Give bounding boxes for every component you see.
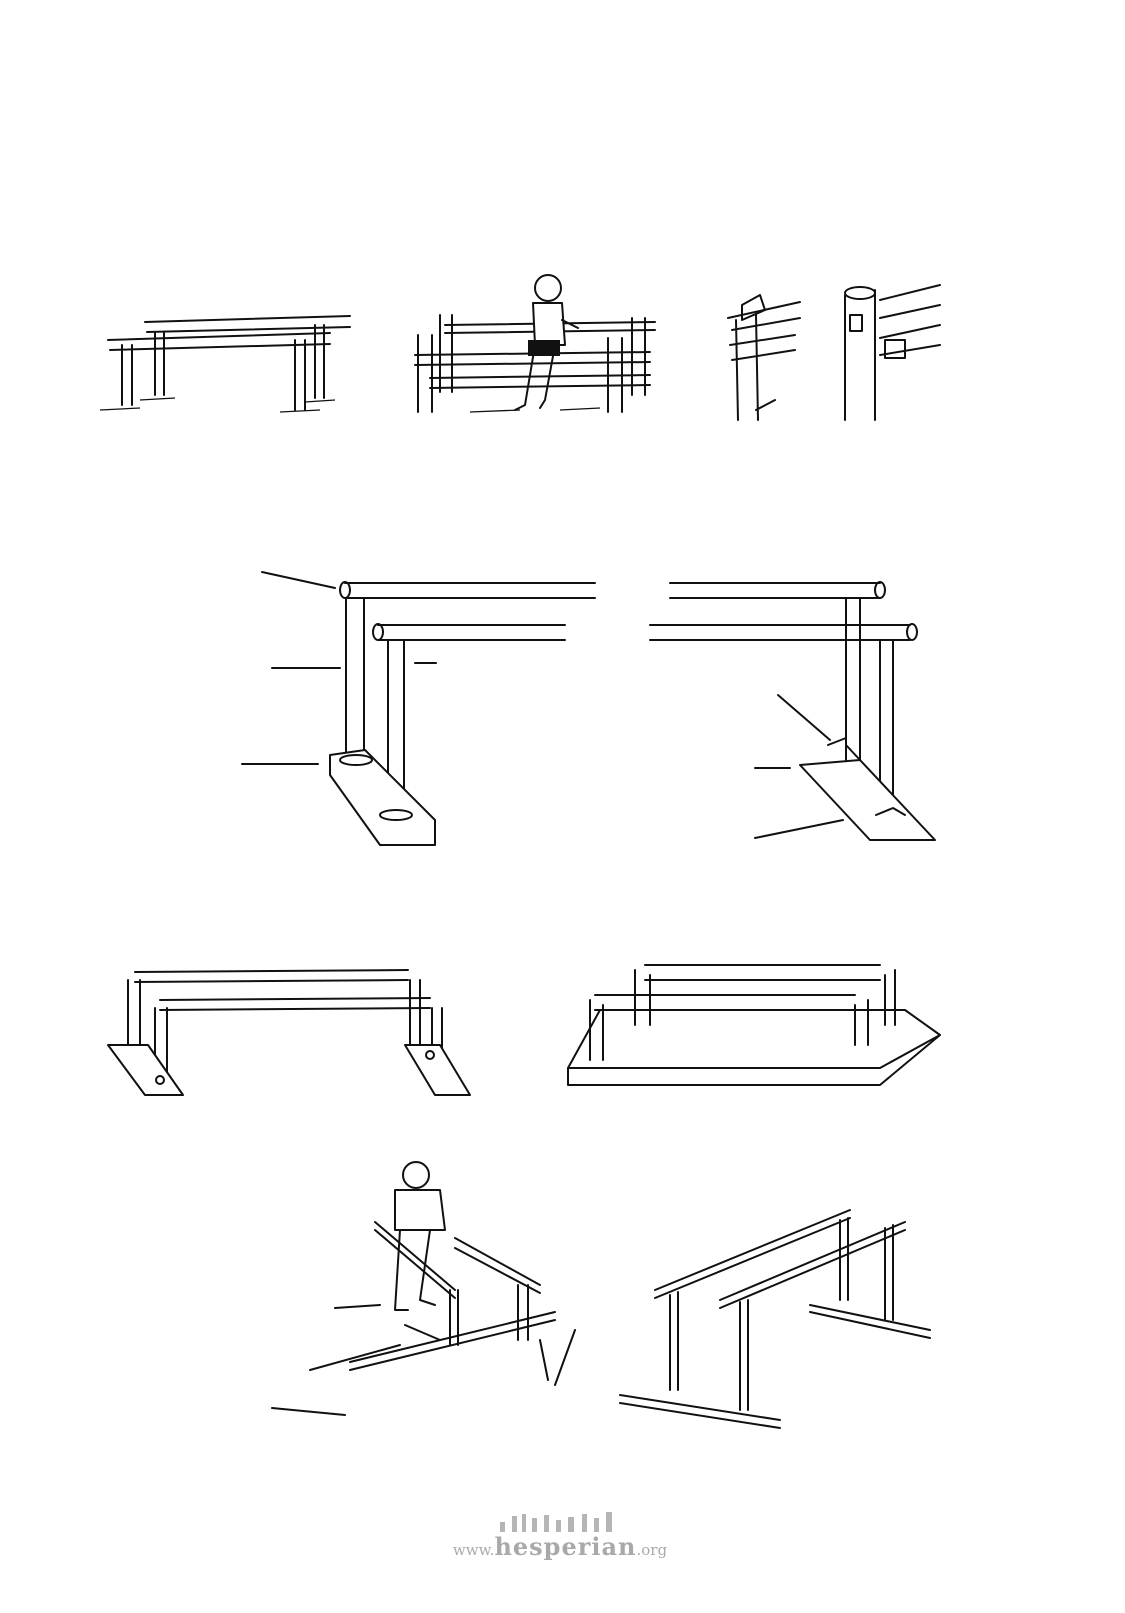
hesperian-logo: www.hesperian.org [430, 1510, 690, 1561]
adjustable-wooden-bars-side-a [241, 571, 596, 846]
pipe-bars-on-platform [567, 964, 941, 1086]
pole-joint-details [727, 284, 941, 421]
crowd-silhouette-icon [500, 1512, 612, 1532]
logo-name: hesperian [494, 1532, 637, 1561]
bamboo-parallel-bars [99, 315, 351, 413]
pole-parallel-bars-with-child [414, 274, 656, 413]
pipe-bars-on-blocks [107, 969, 471, 1096]
metal-frame-bars-with-man [271, 1161, 576, 1416]
logo-www: www. [452, 1541, 495, 1559]
metal-frame-bars [619, 1209, 931, 1429]
logo-tld: .org [636, 1541, 668, 1559]
adjustable-wooden-bars-side-b [649, 581, 936, 841]
